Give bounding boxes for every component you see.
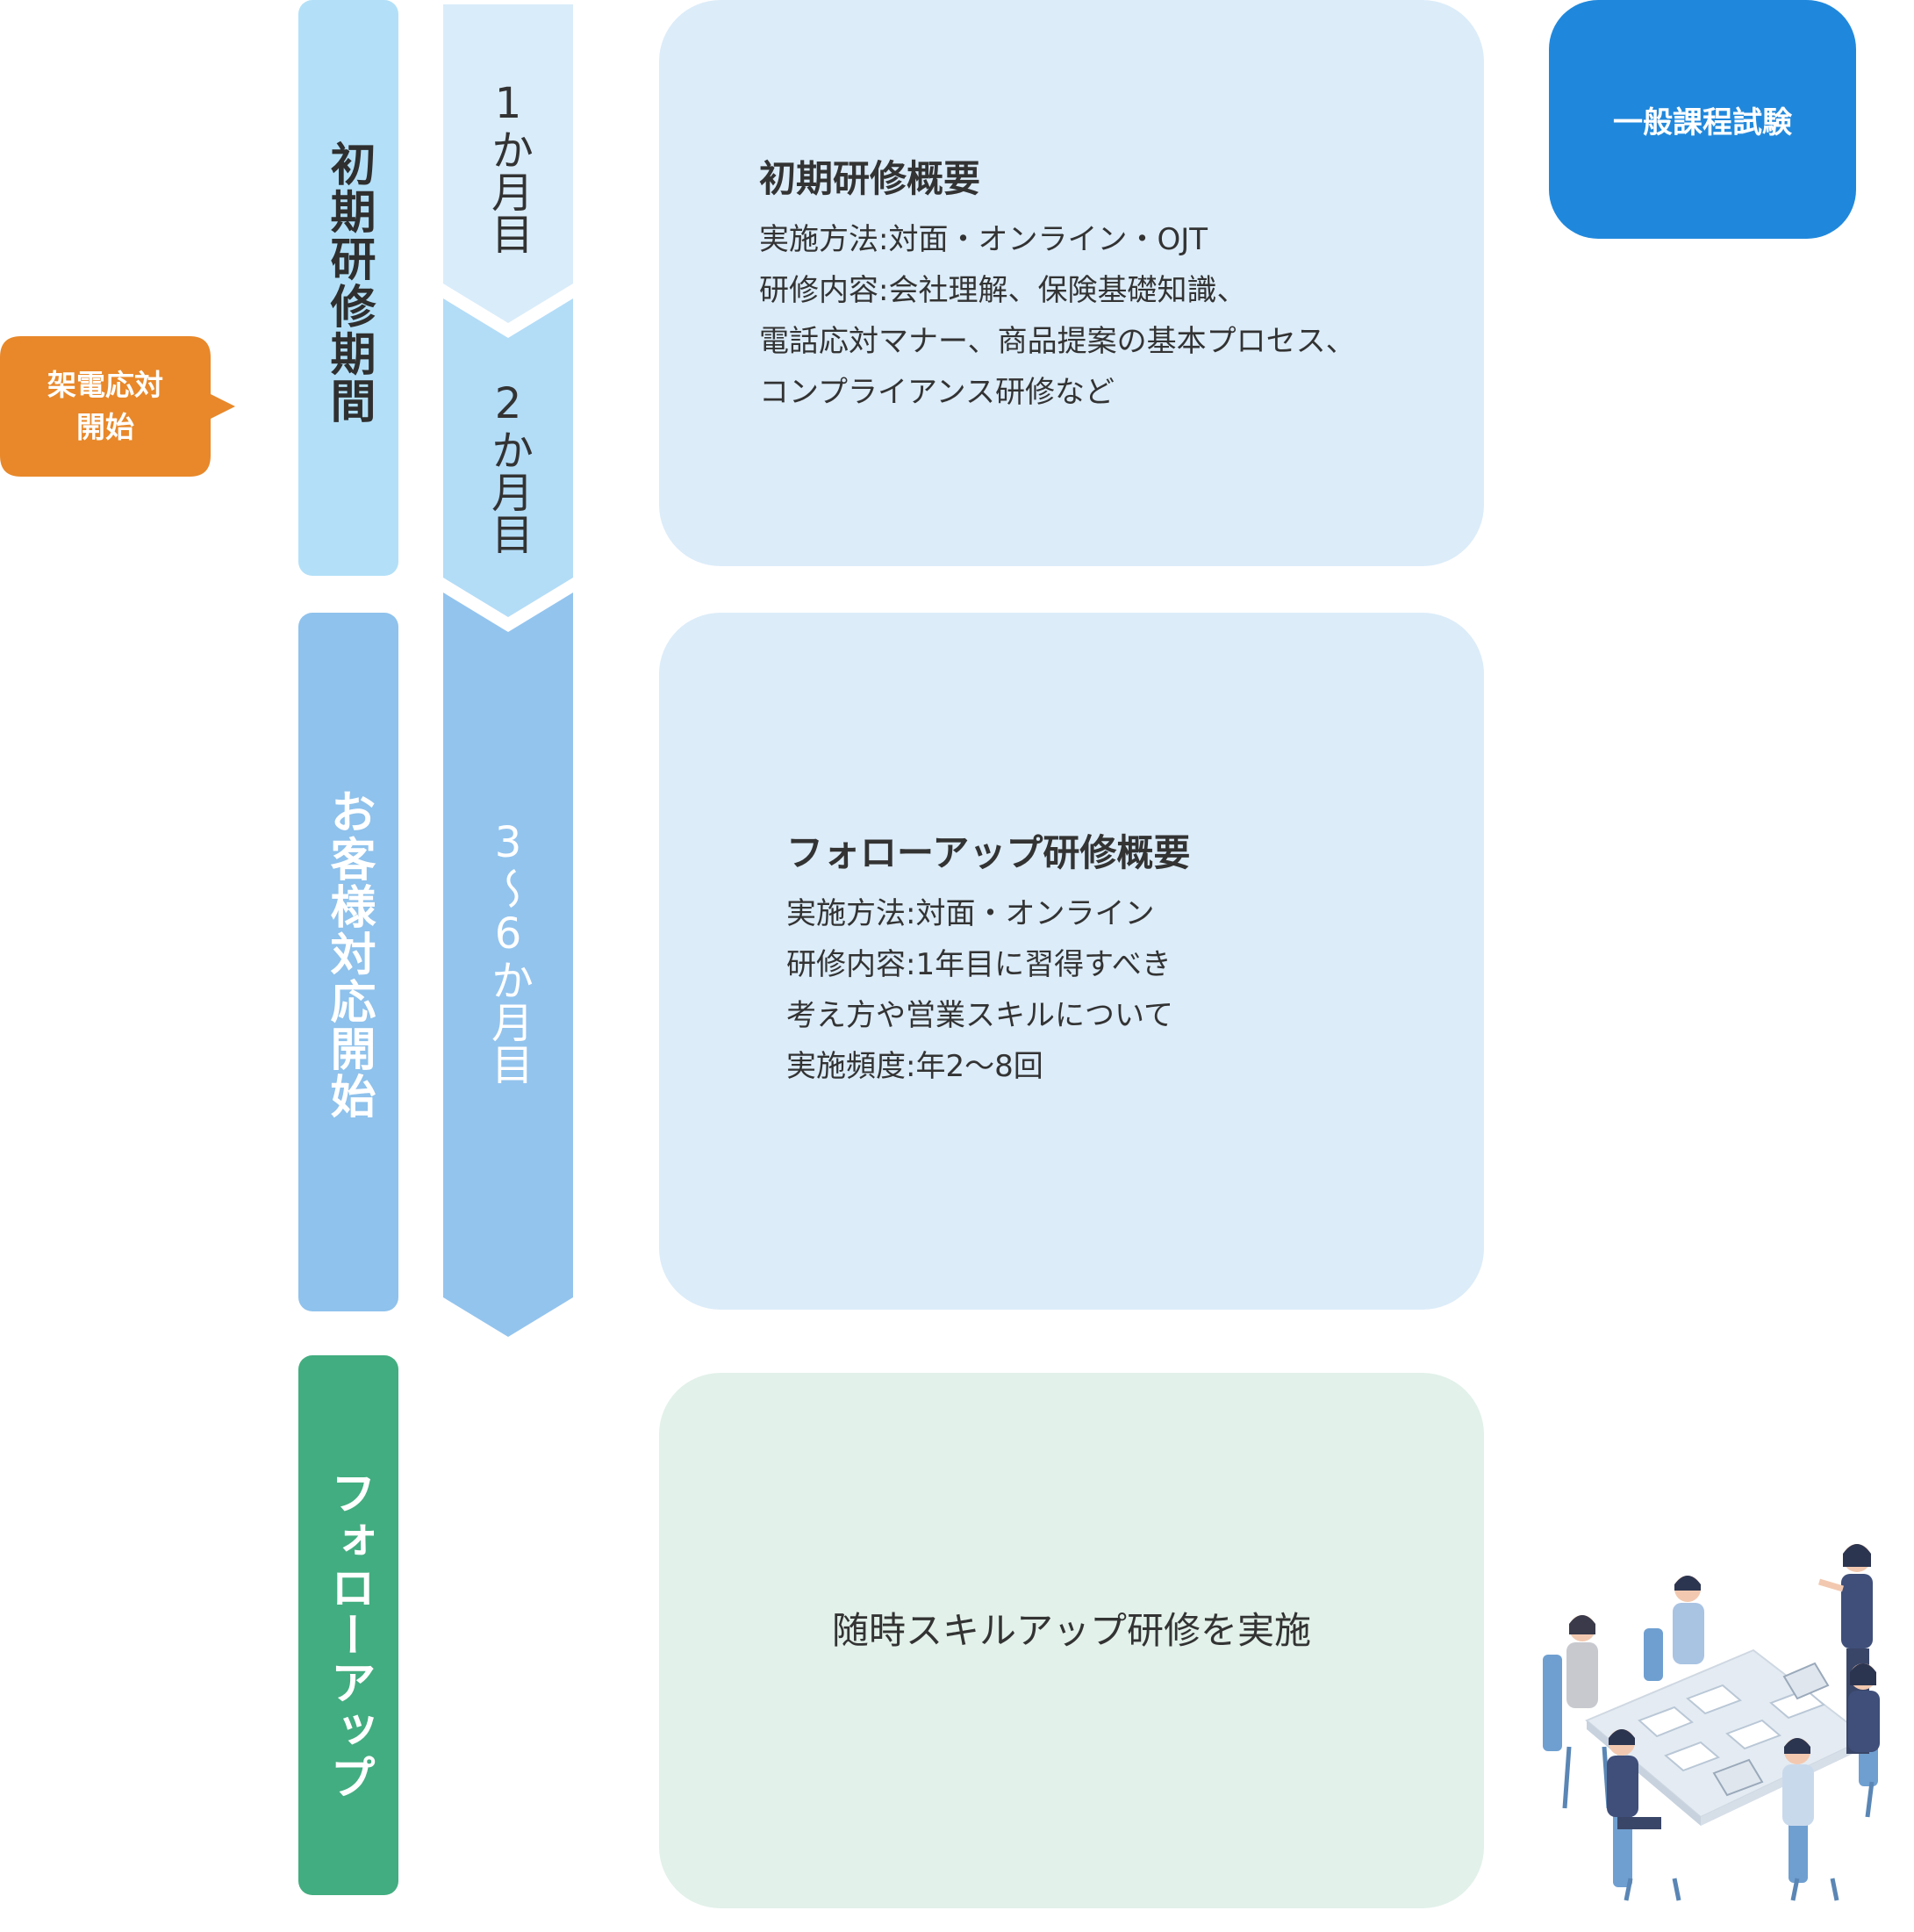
follow-card-line: 実施頻度:年2〜8回 [786, 1049, 1043, 1084]
follow-card-line: 考え方や営業スキルについて [786, 998, 1173, 1033]
initial-card-line: 実施方法:対面・オンライン・OJT [759, 222, 1208, 257]
callout-line-2: 開始 [76, 410, 134, 444]
call-start-callout: 架電応対 開始 [0, 336, 237, 477]
phase-bar-customer: お客様対応開始 [298, 613, 398, 1311]
meeting-illustration-icon [1543, 1544, 1880, 1901]
initial-card-lines: 実施方法:対面・オンライン・OJT 研修内容:会社理解、保険基礎知識、 電話応対… [759, 214, 1356, 418]
skill-up-text: 随時スキルアップ研修を実施 [831, 1608, 1311, 1652]
callout-shape [0, 336, 235, 477]
general-exam-badge: 一般課程試験 [1549, 0, 1856, 239]
initial-card-title: 初期研修概要 [759, 157, 981, 200]
phase-bar-follow: フォローアップ [298, 1355, 398, 1895]
follow-card-lines: 実施方法:対面・オンライン 研修内容:1年目に習得すべき 考え方や営業スキルにつ… [786, 888, 1173, 1092]
phase-bar-initial: 初期研修期間 [298, 0, 398, 576]
initial-card-line: コンプライアンス研修など [759, 375, 1115, 410]
follow-card-line: 実施方法:対面・オンライン [786, 896, 1155, 931]
follow-training-card: フォローアップ研修概要 実施方法:対面・オンライン 研修内容:1年目に習得すべき… [659, 613, 1484, 1310]
month-label-2: 2か月目 [484, 379, 533, 555]
initial-training-card: 初期研修概要 実施方法:対面・オンライン・OJT 研修内容:会社理解、保険基礎知… [659, 0, 1484, 566]
phase-label-customer: お客様対応開始 [322, 788, 375, 1120]
month-label-1: 1か月目 [484, 79, 533, 255]
chevron-month-3 [443, 593, 573, 1337]
initial-card-line: 電話応対マナー、商品提案の基本プロセス、 [759, 324, 1356, 359]
follow-card-line: 研修内容:1年目に習得すべき [786, 947, 1172, 982]
chevron-month-1 [443, 4, 573, 323]
month-timeline: 1か月目 2か月目 3〜6か月目 [443, 0, 575, 1343]
team-meeting-illustration [1534, 1519, 1903, 1905]
chevron-month-2 [443, 298, 573, 617]
skill-up-card: 随時スキルアップ研修を実施 [659, 1373, 1484, 1908]
phase-label-follow: フォローアップ [322, 1469, 375, 1801]
month-label-3: 3〜6か月目 [484, 818, 533, 1085]
exam-label: 一般課程試験 [1613, 104, 1792, 140]
chevron-arrows [443, 4, 573, 1337]
follow-card-title: フォローアップ研修概要 [786, 831, 1191, 874]
initial-card-line: 研修内容:会社理解、保険基礎知識、 [759, 273, 1247, 308]
callout-line-1: 架電応対 [47, 368, 163, 402]
phase-label-initial: 初期研修期間 [322, 140, 375, 425]
